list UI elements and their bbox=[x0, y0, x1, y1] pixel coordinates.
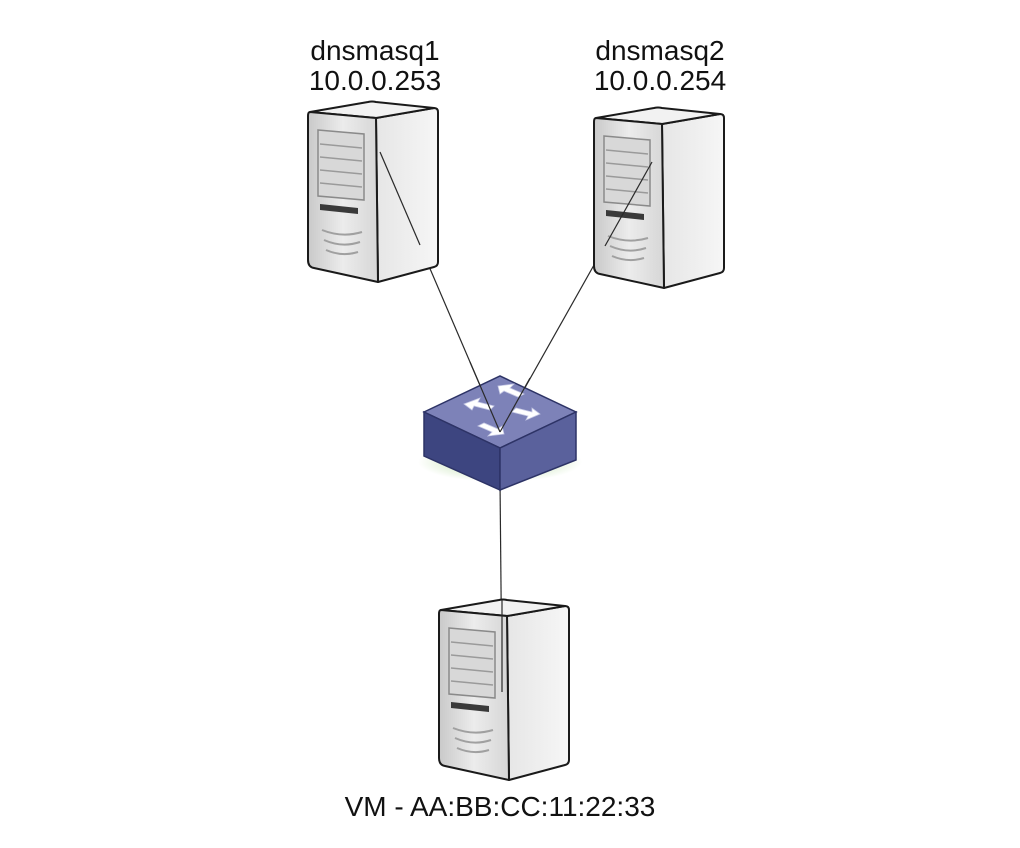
network-switch-icon bbox=[418, 375, 582, 492]
server-dnsmasq1-name: dnsmasq1 bbox=[310, 35, 439, 66]
server-vm-label: VM - AA:BB:CC:11:22:33 bbox=[345, 791, 656, 822]
server-tower-icon bbox=[593, 106, 725, 289]
server-dnsmasq2-name: dnsmasq2 bbox=[595, 35, 724, 66]
server-dnsmasq1-ip: 10.0.0.253 bbox=[309, 65, 441, 96]
server-tower-icon bbox=[307, 100, 439, 283]
server-dnsmasq2: dnsmasq2 10.0.0.254 bbox=[593, 35, 726, 289]
server-vm: VM - AA:BB:CC:11:22:33 bbox=[345, 598, 656, 822]
server-dnsmasq2-ip: 10.0.0.254 bbox=[594, 65, 726, 96]
server-tower-icon bbox=[438, 598, 570, 781]
server-dnsmasq1: dnsmasq1 10.0.0.253 bbox=[307, 35, 441, 283]
